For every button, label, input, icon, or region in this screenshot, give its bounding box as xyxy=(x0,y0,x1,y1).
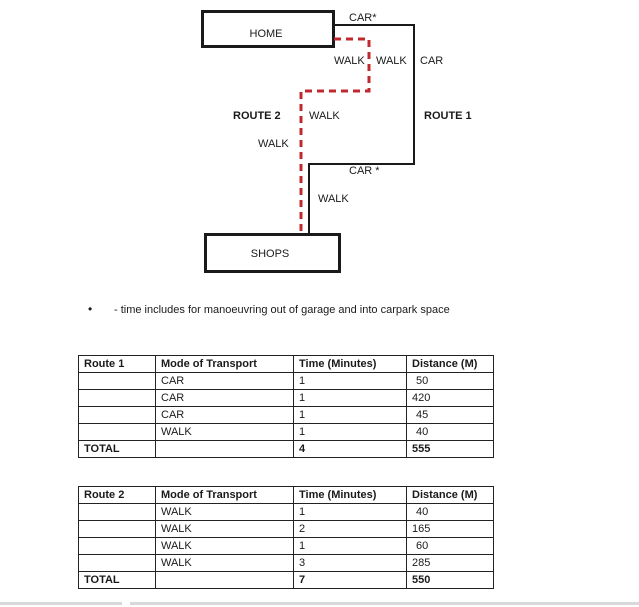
table-row: WALK 1 60 xyxy=(78,537,494,555)
table-cell: 50 xyxy=(406,372,494,390)
table-cell: 1 xyxy=(293,537,407,555)
table-cell: WALK xyxy=(155,503,294,521)
route-2-path xyxy=(299,37,371,234)
table-cell: 2 xyxy=(293,520,407,538)
time-note: • - time includes for manoeuvring out of … xyxy=(88,302,450,316)
table-cell xyxy=(78,406,156,424)
table-cell xyxy=(78,423,156,441)
table-row: WALK 1 40 xyxy=(78,503,494,521)
table-row: WALK 2 165 xyxy=(78,520,494,538)
table-row: CAR 1 50 xyxy=(78,372,494,390)
table-cell: 165 xyxy=(406,520,494,538)
total-time: 7 xyxy=(293,571,407,589)
table-total-row: TOTAL 7 550 xyxy=(78,571,494,589)
route-1-path xyxy=(308,24,415,234)
table-cell xyxy=(78,537,156,555)
total-label: TOTAL xyxy=(78,440,156,458)
walk-label-middle: WALK xyxy=(309,110,340,122)
time-note-text: - time includes for manoeuvring out of g… xyxy=(114,304,450,316)
car-label-top: CAR* xyxy=(349,12,377,24)
table-cell: 285 xyxy=(406,554,494,572)
car-label-bottom: CAR * xyxy=(349,165,380,177)
table-cell: 1 xyxy=(293,503,407,521)
walk-label-upper-left: WALK xyxy=(334,55,365,67)
home-label: HOME xyxy=(250,28,283,40)
table-cell xyxy=(78,520,156,538)
table-cell: 1 xyxy=(293,406,407,424)
table-cell xyxy=(78,389,156,407)
table-cell: 40 xyxy=(406,423,494,441)
total-distance: 550 xyxy=(406,571,494,589)
table-cell xyxy=(155,571,294,589)
route-1-table: Route 1 Mode of Transport Time (Minutes)… xyxy=(78,355,494,458)
total-label: TOTAL xyxy=(78,571,156,589)
table-cell: 3 xyxy=(293,554,407,572)
page-bottom-border xyxy=(0,602,639,605)
header-distance: Distance (M) xyxy=(406,486,494,504)
route-1-label: ROUTE 1 xyxy=(424,110,472,122)
walk-label-lower: WALK xyxy=(318,193,349,205)
table-cell: WALK xyxy=(155,423,294,441)
header-mode: Mode of Transport xyxy=(155,355,294,373)
table-cell: WALK xyxy=(155,520,294,538)
header-route: Route 2 xyxy=(78,486,156,504)
table-cell xyxy=(78,503,156,521)
table-cell xyxy=(78,372,156,390)
walk-label-upper-right: WALK xyxy=(376,55,407,67)
table-cell: 45 xyxy=(406,406,494,424)
car-label-right: CAR xyxy=(420,55,443,67)
table-cell: 1 xyxy=(293,372,407,390)
table-row: WALK 1 40 xyxy=(78,423,494,441)
table-cell xyxy=(78,554,156,572)
table-cell xyxy=(155,440,294,458)
table-row: WALK 3 285 xyxy=(78,554,494,572)
table-row: CAR 1 45 xyxy=(78,406,494,424)
total-time: 4 xyxy=(293,440,407,458)
header-mode: Mode of Transport xyxy=(155,486,294,504)
bullet: • xyxy=(88,302,93,316)
table-cell: CAR xyxy=(155,389,294,407)
table-cell: 60 xyxy=(406,537,494,555)
walk-label-left: WALK xyxy=(258,138,289,150)
header-time: Time (Minutes) xyxy=(293,486,407,504)
route-2-label: ROUTE 2 xyxy=(233,110,281,122)
table-header-row: Route 2 Mode of Transport Time (Minutes)… xyxy=(78,486,494,504)
table-cell: CAR xyxy=(155,372,294,390)
table-header-row: Route 1 Mode of Transport Time (Minutes)… xyxy=(78,355,494,373)
home-box xyxy=(201,10,335,48)
table-row: CAR 1 420 xyxy=(78,389,494,407)
header-route: Route 1 xyxy=(78,355,156,373)
table-cell: WALK xyxy=(155,537,294,555)
route-2-table: Route 2 Mode of Transport Time (Minutes)… xyxy=(78,486,494,589)
table-cell: CAR xyxy=(155,406,294,424)
shops-box xyxy=(204,233,341,273)
table-total-row: TOTAL 4 555 xyxy=(78,440,494,458)
route-diagram: HOME SHOPS CAR* WALK WALK CAR ROUTE 2 WA… xyxy=(201,10,472,273)
table-cell: 420 xyxy=(406,389,494,407)
total-distance: 555 xyxy=(406,440,494,458)
header-distance: Distance (M) xyxy=(406,355,494,373)
shops-label: SHOPS xyxy=(251,248,290,260)
table-cell: 1 xyxy=(293,423,407,441)
table-cell: WALK xyxy=(155,554,294,572)
header-time: Time (Minutes) xyxy=(293,355,407,373)
table-cell: 40 xyxy=(406,503,494,521)
table-cell: 1 xyxy=(293,389,407,407)
